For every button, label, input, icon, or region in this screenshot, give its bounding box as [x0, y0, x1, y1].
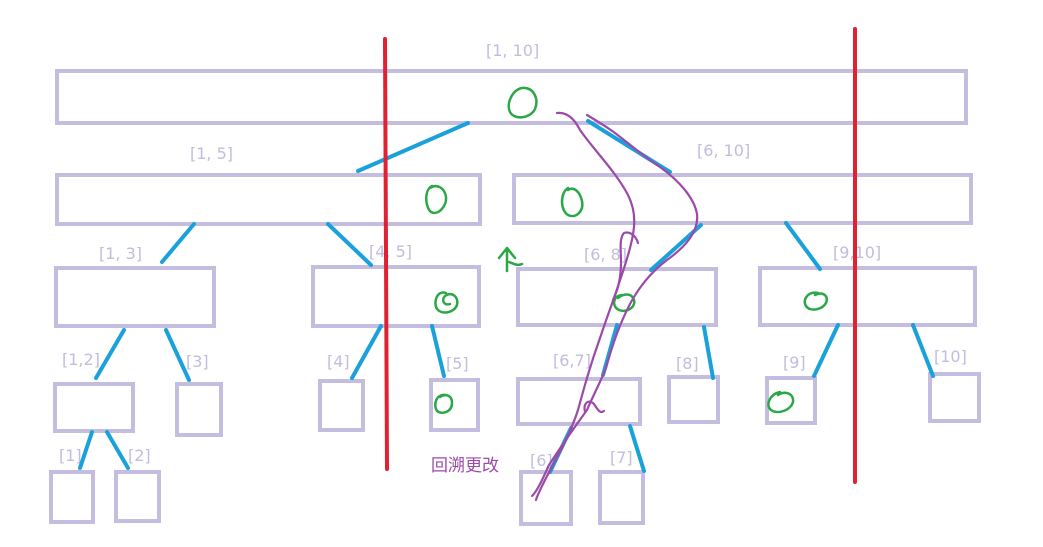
node-box-5	[429, 378, 480, 432]
node-label-9: [9]	[783, 353, 806, 372]
node-label-1-10: [1, 10]	[486, 41, 539, 60]
mark-circle-5	[434, 393, 454, 414]
node-labels: [1, 10] [1, 5] [6, 10] [1, 3] [4, 5] [6,…	[59, 41, 967, 470]
node-label-1-3: [1, 3]	[99, 244, 142, 263]
node-box-1-3	[54, 266, 216, 328]
node-label-4-5: [4, 5]	[369, 242, 412, 261]
mark-circle-1-10	[507, 86, 538, 119]
backtrack-trace	[530, 111, 699, 502]
edge-1-5-to-4-5	[326, 222, 373, 267]
edge-6-8-to-8	[702, 325, 715, 380]
node-box-3	[175, 382, 223, 437]
node-label-5: [5]	[446, 354, 469, 373]
mark-circle-9-10	[803, 291, 828, 311]
edge-9-10-to-10	[911, 323, 935, 378]
edge-1-3-to-1-2	[94, 328, 126, 380]
node-boxes	[49, 69, 981, 526]
green-marks	[425, 86, 828, 414]
backtrack-trace-right-stroke	[530, 113, 699, 498]
node-box-1-5	[55, 173, 482, 226]
backtrack-annotation: 回溯更改	[431, 456, 499, 476]
edge-6-10-to-9-10	[784, 221, 822, 271]
node-label-7: [7]	[610, 448, 633, 467]
node-label-1: [1]	[59, 446, 82, 465]
node-box-8	[667, 375, 720, 424]
backtrack-trace-wiggle	[583, 400, 606, 414]
mark-circle-1-5	[425, 184, 448, 215]
node-label-9-10: [9,10]	[833, 243, 881, 262]
node-box-9	[765, 376, 817, 425]
node-label-10: [10]	[934, 347, 967, 366]
left-boundary-line	[383, 37, 389, 471]
edge-1-2-to-1	[78, 430, 94, 470]
node-box-1-2	[53, 382, 135, 433]
mark-arrow	[497, 246, 524, 273]
node-box-6-7	[516, 377, 642, 426]
edge-6-7-to-7	[628, 424, 646, 473]
node-label-6-10: [6, 10]	[697, 141, 750, 160]
edge-1-10-to-1-5	[356, 121, 470, 173]
node-box-6-10	[512, 173, 973, 225]
edge-9-10-to-9	[812, 323, 840, 378]
node-box-4-5	[311, 265, 481, 328]
backtrack-trace-loop	[611, 231, 640, 302]
edge-4-5-to-4	[350, 324, 383, 380]
mark-circle-4-5	[434, 291, 459, 314]
node-label-3: [3]	[186, 352, 209, 371]
node-box-1	[49, 470, 95, 524]
node-label-1-2: [1,2]	[62, 350, 100, 369]
node-label-6-7: [6,7]	[553, 351, 591, 370]
node-label-1-5: [1, 5]	[190, 144, 233, 163]
node-box-7	[598, 470, 645, 525]
node-label-6: [6]	[530, 451, 553, 470]
edge-1-2-to-2	[105, 430, 130, 470]
node-box-10	[928, 372, 981, 423]
node-label-6-8: [6, 8]	[584, 245, 627, 264]
node-label-2: [2]	[128, 446, 151, 465]
edge-4-5-to-5	[430, 324, 446, 378]
node-box-9-10	[758, 266, 977, 327]
query-boundary-lines	[383, 27, 857, 484]
node-label-8: [8]	[676, 354, 699, 373]
mark-circle-6-10	[560, 186, 584, 218]
node-box-2	[114, 470, 161, 523]
edge-1-5-to-1-3	[160, 222, 196, 264]
mark-circle-6-8	[612, 293, 636, 312]
edge-1-3-to-3	[164, 328, 191, 382]
node-box-4	[318, 379, 365, 432]
mark-circle-9	[767, 390, 795, 414]
node-label-4: [4]	[327, 352, 350, 371]
